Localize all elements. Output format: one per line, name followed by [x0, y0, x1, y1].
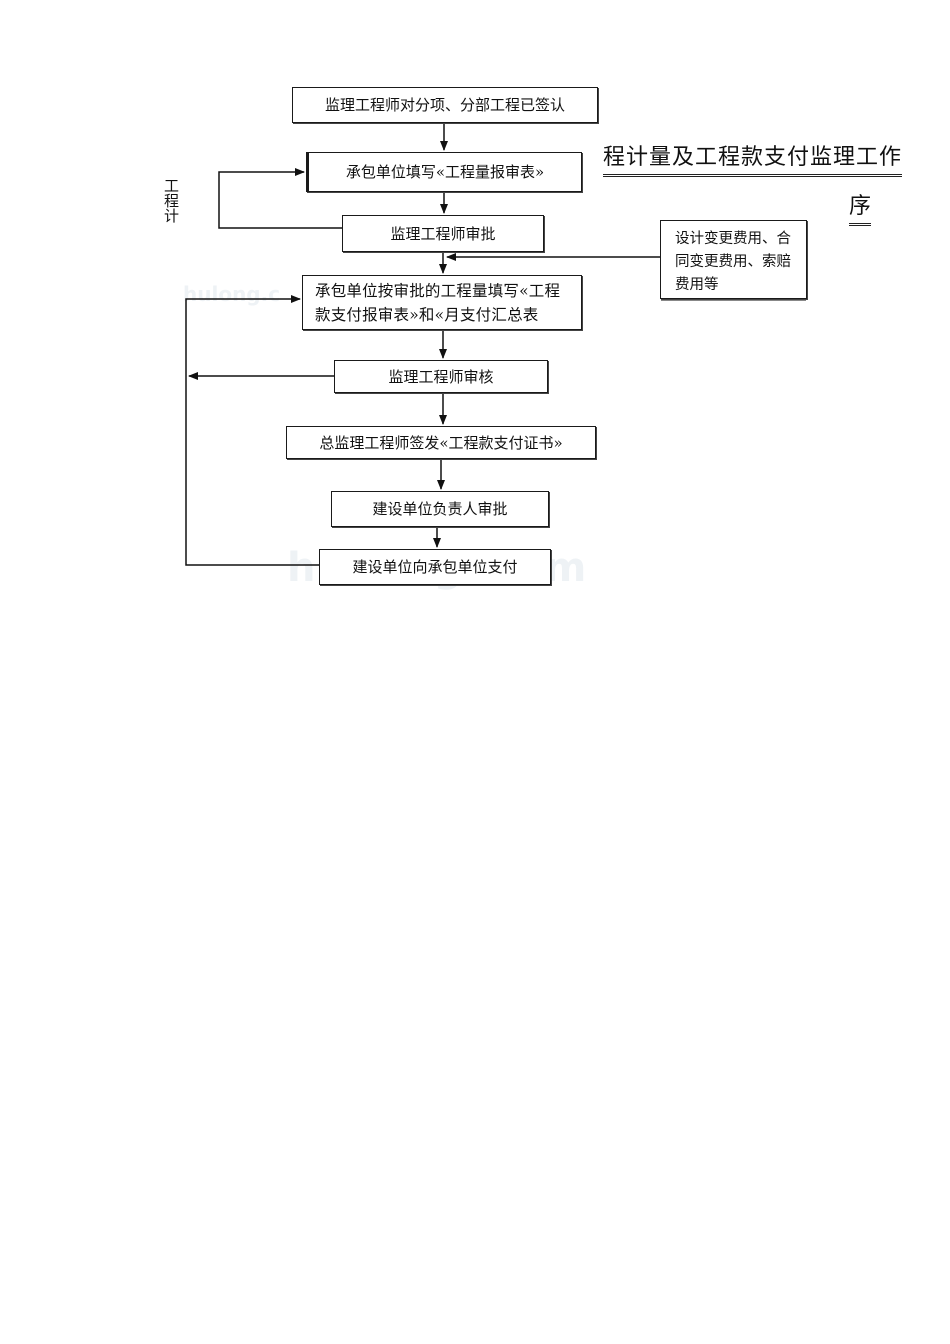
- step-chief-certificate: 总监理工程师签发«工程款支付证书»: [286, 426, 596, 459]
- step-subitem-signoff: 监理工程师对分项、分部工程已签认: [292, 87, 598, 123]
- loop-s3-to-s2: [218, 168, 342, 229]
- loop-s8-to-s4: [185, 295, 319, 566]
- step-quantity-report-label: 承包单位填写«工程量报审表»: [345, 163, 545, 181]
- step-engineer-approval: 监理工程师审批: [342, 215, 544, 252]
- step-payment-application: 承包单位按审批的工程量填写«工程款支付报审表»和«月支付汇总表: [302, 275, 582, 330]
- step-chief-certificate-label: 总监理工程师签发«工程款支付证书»: [319, 433, 563, 452]
- diagram-title-continued: 序: [849, 188, 872, 226]
- side-label: 工程计: [162, 177, 180, 223]
- step-payment-application-label: 承包单位按审批的工程量填写«工程款支付报审表»和«月支付汇总表: [315, 282, 561, 324]
- step-owner-approval-label: 建设单位负责人审批: [372, 500, 508, 518]
- step-owner-payment: 建设单位向承包单位支付: [319, 549, 551, 585]
- step-subitem-signoff-label: 监理工程师对分项、分部工程已签认: [324, 96, 565, 114]
- step-owner-payment-label: 建设单位向承包单位支付: [352, 558, 518, 576]
- note-extra-costs-label: 设计变更费用、合同变更费用、索赔费用等: [675, 231, 791, 293]
- step-quantity-report: 承包单位填写«工程量报审表»: [306, 152, 582, 192]
- note-extra-costs: 设计变更费用、合同变更费用、索赔费用等: [660, 220, 807, 299]
- step-engineer-review: 监理工程师审核: [334, 360, 548, 393]
- step-owner-approval: 建设单位负责人审批: [331, 491, 549, 527]
- step-engineer-review-label: 监理工程师审核: [388, 367, 494, 386]
- step-engineer-approval-label: 监理工程师审批: [390, 224, 496, 243]
- diagram-title: 程计量及工程款支付监理工作: [603, 139, 903, 177]
